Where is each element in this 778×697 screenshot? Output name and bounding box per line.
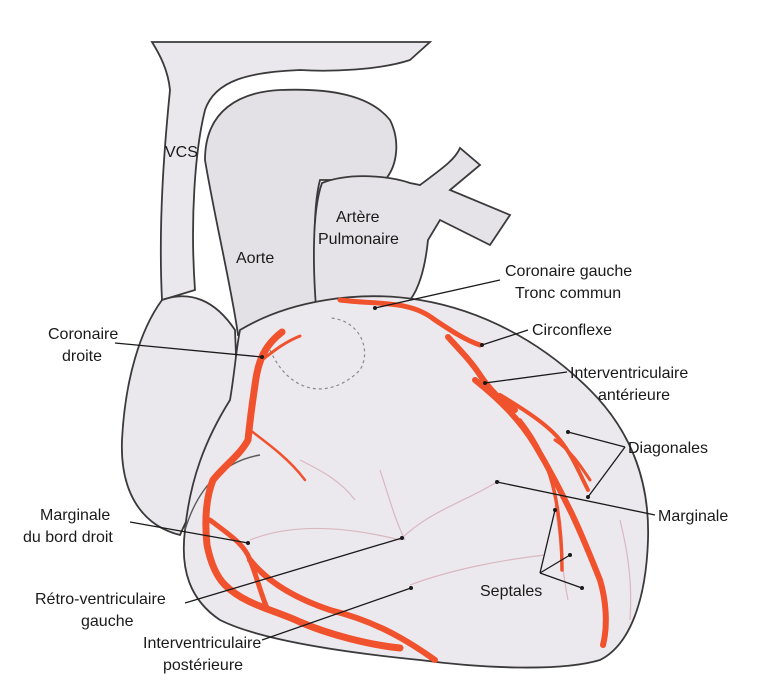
leader-dot <box>373 306 377 310</box>
label-marginale: Marginale <box>658 508 728 525</box>
label-coronaire-droite-1: Coronaire <box>48 326 118 343</box>
leader-septales-3 <box>539 572 583 589</box>
leader-interventriculaire-post <box>261 587 412 641</box>
leader-interventriculaire-ant <box>484 371 568 384</box>
leader-dot <box>483 381 487 385</box>
leader-circonflexe <box>481 329 529 346</box>
cardiac-vein <box>409 554 546 586</box>
leader-dot <box>580 586 584 590</box>
aorta-shape <box>204 88 398 336</box>
anterior-interventricular-artery <box>472 377 609 648</box>
leader-marginale <box>496 481 656 516</box>
leader-dot <box>566 430 570 434</box>
diagonal-branch <box>498 393 590 492</box>
rca-branch <box>248 428 307 482</box>
label-interventriculaire-post-2: postérieure <box>163 657 243 674</box>
leader-coronaire-gauche <box>374 279 501 309</box>
leader-coronaire-droite <box>114 342 263 358</box>
label-interventriculaire-post-1: Interventriculaire <box>143 635 261 652</box>
leader-dot <box>553 508 557 512</box>
label-marginale-bord-droit-2: du bord droit <box>23 529 113 546</box>
leader-dot <box>586 495 590 499</box>
label-septales: Septales <box>480 583 542 600</box>
label-vcs: VCS <box>165 144 198 161</box>
label-interventriculaire-ant-1: Interventriculaire <box>570 365 688 382</box>
leader-dot <box>260 355 264 359</box>
label-artere-pulmonaire-2: Pulmonaire <box>318 231 399 248</box>
leader-dot <box>568 553 572 557</box>
diagonal-branch <box>553 438 592 482</box>
cardiac-vein <box>379 469 406 541</box>
label-aorte: Aorte <box>236 250 274 267</box>
label-coronaire-gauche-2: Tronc commun <box>515 285 621 302</box>
rca-upper-branch <box>260 334 302 362</box>
cardiac-vein <box>249 527 401 541</box>
leader-diagonales-1 <box>567 431 626 448</box>
leader-diagonales-2 <box>587 446 626 498</box>
leader-septales-2 <box>539 554 571 574</box>
label-coronaire-gauche-1: Coronaire gauche <box>505 263 632 280</box>
label-retro-ventriculaire-1: Rétro-ventriculaire <box>35 591 166 608</box>
label-circonflexe: Circonflexe <box>532 322 612 339</box>
label-retro-ventriculaire-2: gauche <box>81 613 134 630</box>
cardiac-vein <box>619 519 632 621</box>
label-coronaire-droite-2: droite <box>62 348 102 365</box>
leader-dot <box>400 536 404 540</box>
label-marginale-bord-droit-1: Marginale <box>40 507 110 524</box>
label-interventriculaire-ant-2: antérieure <box>598 387 670 404</box>
leader-dot <box>495 480 499 484</box>
leader-dot <box>409 586 413 590</box>
left-main-trunk <box>337 297 483 348</box>
diagonal-branch <box>518 418 564 572</box>
ventricle-body-shape <box>182 295 649 669</box>
posterior-interventricular-artery <box>247 557 438 663</box>
cardiac-vein <box>399 479 501 541</box>
cardiac-vein <box>299 459 356 501</box>
label-artere-pulmonaire-1: Artère <box>336 209 380 226</box>
leader-septales-1 <box>539 509 556 574</box>
appendage-dashed-contour <box>269 317 366 390</box>
leader-dot <box>246 541 250 545</box>
vena-cava-shape <box>150 41 433 302</box>
leader-retro-ventriculaire <box>184 537 403 604</box>
label-diagonales: Diagonales <box>628 440 708 457</box>
leader-marginale-bord-droit <box>129 521 249 544</box>
right-coronary-artery <box>202 328 404 652</box>
leader-dot <box>480 343 484 347</box>
